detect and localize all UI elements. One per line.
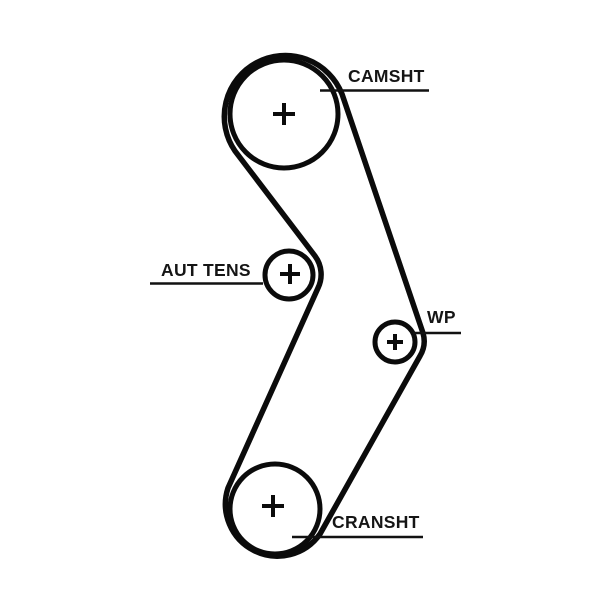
crankshaft-label: CRANSHT <box>332 512 420 532</box>
camshaft-pulley <box>227 57 341 171</box>
water-pump-label: WP <box>427 307 456 327</box>
timing-belt-path <box>221 52 427 559</box>
crankshaft-callout: CRANSHT <box>292 512 423 539</box>
camshaft-callout: CAMSHT <box>320 66 429 92</box>
water-pump-callout: WP <box>413 307 461 335</box>
tensioner-callout: AUT TENS <box>150 260 263 285</box>
crankshaft-pulley <box>227 461 323 557</box>
water-pump-center-cross-icon <box>387 334 403 350</box>
crankshaft-center-cross-icon <box>262 495 284 517</box>
water-pump-pulley <box>372 319 418 365</box>
tensioner-label: AUT TENS <box>161 260 251 280</box>
tensioner-center-cross-icon <box>280 264 300 284</box>
camshaft-center-cross-icon <box>273 103 295 125</box>
camshaft-label: CAMSHT <box>348 66 425 86</box>
tensioner-pulley <box>262 248 316 302</box>
